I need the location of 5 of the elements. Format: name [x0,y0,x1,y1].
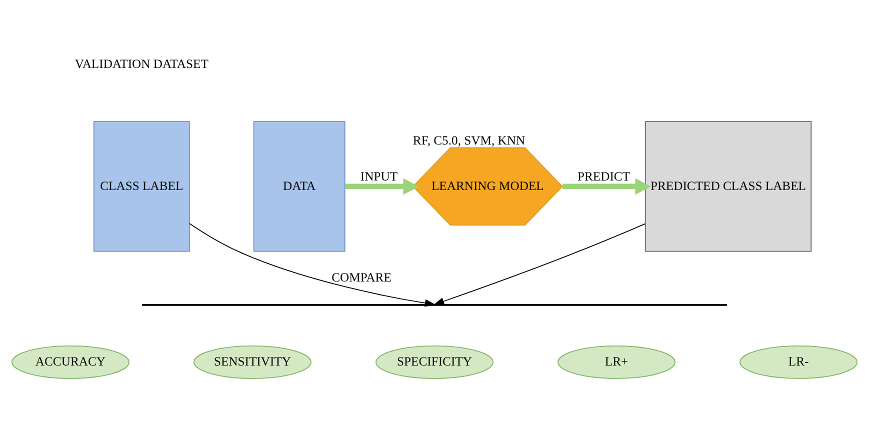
edge-label: PREDICT [577,169,630,184]
label: VALIDATION DATASET [74,57,208,72]
node-label: RF, C5.0, SVM, KNN [412,133,526,148]
edge-label: INPUT [360,169,398,184]
edge-label: COMPARE [332,270,392,284]
